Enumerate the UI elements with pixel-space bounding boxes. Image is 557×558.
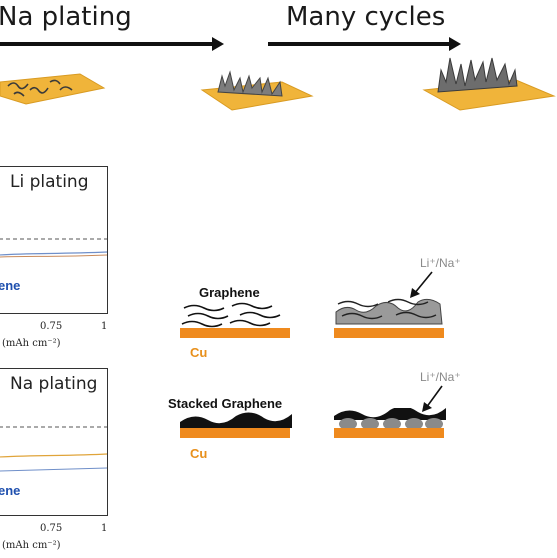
li-plating-plot <box>0 166 108 314</box>
header-left-title: Na plating <box>0 2 132 32</box>
li-plating-title: Li plating <box>10 172 89 192</box>
stacked-graphene-plated <box>334 408 446 430</box>
na-plating-plot <box>0 368 108 516</box>
na-tick-1: 1 <box>101 523 108 534</box>
cu-label-2: Cu <box>190 446 208 461</box>
ion-label-2: Li⁺/Na⁺ <box>420 370 461 384</box>
cu-label-1: Cu <box>190 345 208 360</box>
li-tick-0.75: 0.75 <box>40 321 63 332</box>
ion-arrow-1 <box>410 271 433 298</box>
li-tick-1: 1 <box>101 321 108 332</box>
cu-foil-3 <box>180 428 290 438</box>
substrate-stage-3 <box>422 57 556 111</box>
substrate-stage-1 <box>0 73 106 105</box>
substrate-stage-2 <box>200 70 314 111</box>
na-tick-0.75: 0.75 <box>40 523 63 534</box>
cu-foil-2 <box>334 328 444 338</box>
graphene-label: Graphene <box>199 285 260 300</box>
li-plot-legend: ene <box>0 278 21 293</box>
cu-foil-4 <box>334 428 444 438</box>
stacked-graphene-label: Stacked Graphene <box>168 396 283 411</box>
cu-foil-1 <box>180 328 290 338</box>
graphene-plated <box>335 298 443 325</box>
na-plating-title: Na plating <box>10 374 98 394</box>
na-xlabel: (mAh cm⁻²) <box>2 540 61 551</box>
graphene-layers <box>181 302 281 328</box>
header-right-title: Many cycles <box>286 2 446 32</box>
li-xlabel: (mAh cm⁻²) <box>2 338 61 349</box>
stacked-graphene-layer <box>180 412 292 428</box>
ion-label-1: Li⁺/Na⁺ <box>420 256 461 270</box>
na-plot-legend: ene <box>0 483 21 498</box>
ion-arrow-2 <box>422 385 443 412</box>
